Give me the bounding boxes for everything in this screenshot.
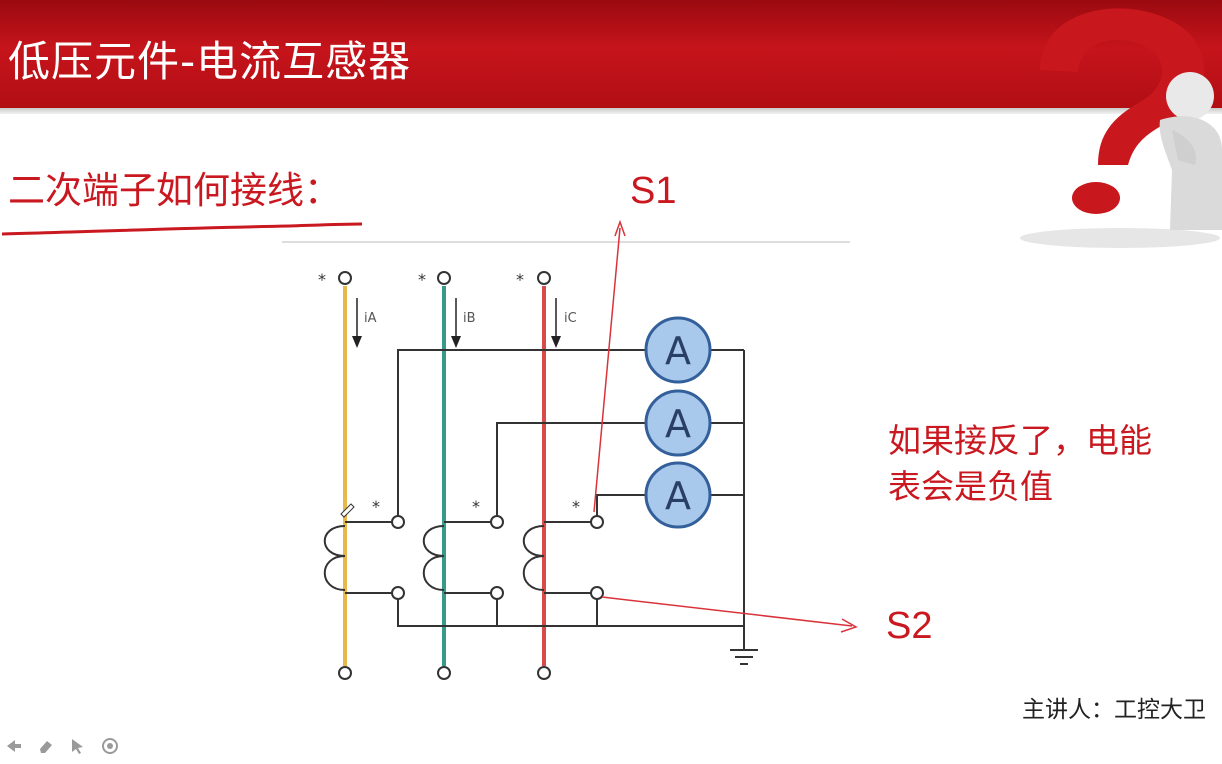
s2-terminal-c <box>590 586 604 600</box>
coil-c <box>522 525 545 591</box>
pen-cursor-icon <box>340 503 355 518</box>
s2-pointer-arrow <box>601 596 853 627</box>
s1-terminal-b <box>490 515 504 529</box>
s1-pointer-arrow <box>593 227 621 513</box>
svg-text:*: * <box>472 497 480 516</box>
s1-terminal-a <box>391 515 405 529</box>
presenter-credit: 主讲人：工控大卫 <box>1022 697 1206 723</box>
terminal-c-top <box>537 271 551 285</box>
s1-terminal-c <box>590 515 604 529</box>
coil-b <box>422 525 445 591</box>
slide-title: 低压元件-电流互感器 <box>8 37 412 86</box>
svg-text:A: A <box>665 329 691 373</box>
terminal-b-top <box>437 271 451 285</box>
terminal-b-bottom <box>437 666 451 680</box>
cursor-icon[interactable] <box>68 736 88 756</box>
svg-text:*: * <box>372 497 380 516</box>
eraser-icon[interactable] <box>36 736 56 756</box>
current-label-c: iC <box>564 311 577 326</box>
current-label-b: iB <box>463 311 476 326</box>
polarity-mark-b: * <box>418 270 426 289</box>
slideshow-toolbar <box>4 736 120 756</box>
svg-text:A: A <box>665 474 691 518</box>
terminal-a-top <box>338 271 352 285</box>
ammeter-1 <box>644 316 712 384</box>
terminal-a-bottom <box>338 666 352 680</box>
ammeter-3 <box>644 461 712 529</box>
svg-text:*: * <box>572 497 580 516</box>
s2-terminal-b <box>490 586 504 600</box>
coil-a <box>323 525 346 591</box>
handwritten-underline <box>1 222 363 236</box>
terminal-c-bottom <box>537 666 551 680</box>
ammeter-2 <box>644 389 712 457</box>
title-bar <box>0 0 1222 108</box>
annotation-note: 如果接反了，电能表会是负值 <box>888 421 1152 506</box>
current-label-a: iA <box>364 311 377 326</box>
current-arrow-c <box>551 336 561 348</box>
svg-text:A: A <box>665 402 691 446</box>
current-arrow-b <box>451 336 461 348</box>
polarity-mark-a: * <box>318 270 326 289</box>
pointer-arrow-icon[interactable] <box>4 736 24 756</box>
s1-label: S1 <box>630 170 677 212</box>
title-bar-shadow <box>0 108 1222 114</box>
record-icon[interactable] <box>100 736 120 756</box>
current-arrow-a <box>352 336 362 348</box>
subtitle: 二次端子如何接线： <box>8 169 341 212</box>
polarity-mark-c: * <box>516 270 524 289</box>
s2-terminal-a <box>391 586 405 600</box>
s2-label: S2 <box>886 605 933 647</box>
question-mark-figure-icon <box>1020 8 1222 248</box>
